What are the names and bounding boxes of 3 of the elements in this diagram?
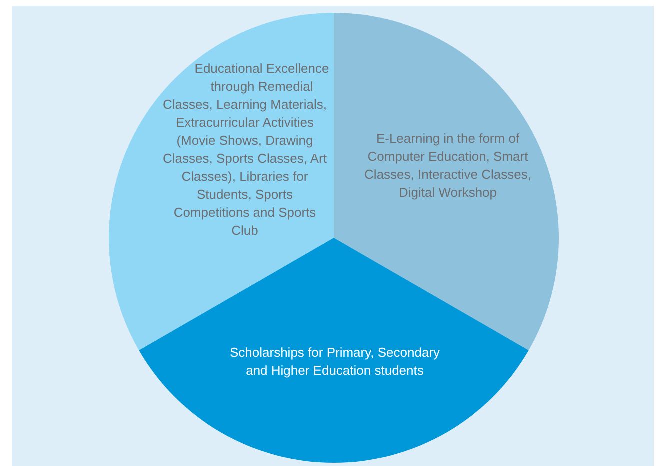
sector-text: E-Learning in the form of Computer Education, Smart Classes, Interactive Classes, Digital Workshop bbox=[364, 130, 532, 202]
sector-text: Educational Excellence through Remedial Classes, Learning Materials, Extracurricular Activities (Movie Shows, Drawing Classes, Sports Classes, Art Classes), Libraries for Students, Sports Competitions and Sports Club bbox=[162, 60, 330, 240]
sector-text: Scholarships for Primary, Secondary and Higher Education students bbox=[230, 344, 440, 380]
